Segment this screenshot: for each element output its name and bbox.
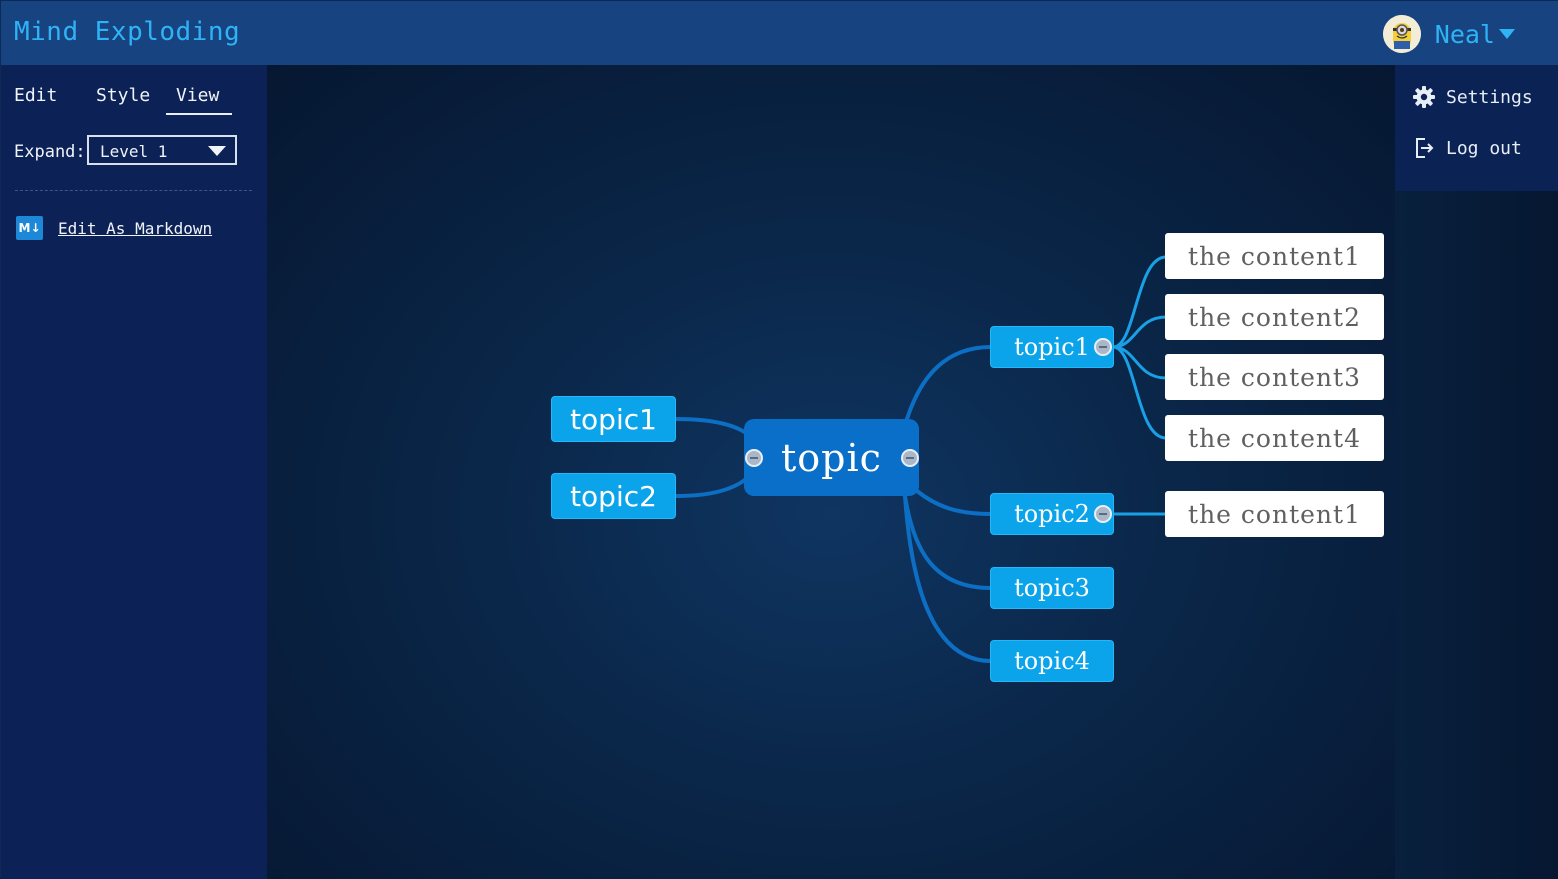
node-topic2-content1[interactable]: the content1: [1165, 491, 1384, 537]
node-topic3[interactable]: topic3: [990, 567, 1114, 609]
collapse-left-icon[interactable]: [745, 449, 763, 467]
collapse-right-icon[interactable]: [901, 449, 919, 467]
node-topic4[interactable]: topic4: [990, 640, 1114, 682]
node-root[interactable]: topic: [744, 419, 919, 496]
collapse-topic2-icon[interactable]: [1094, 505, 1112, 523]
tab-style[interactable]: Style: [96, 85, 151, 106]
logout-icon: [1416, 138, 1434, 158]
link-topic1-content1: [1111, 255, 1168, 349]
node-left-topic2[interactable]: topic2: [551, 473, 676, 519]
active-tab-indicator: [166, 113, 232, 115]
tab-view[interactable]: View: [176, 85, 220, 106]
node-topic1-content2[interactable]: the content2: [1165, 294, 1384, 340]
menu-item-settings[interactable]: Settings: [1412, 82, 1533, 112]
menu-item-logout[interactable]: Log out: [1412, 133, 1522, 163]
link-root-topic4: [903, 494, 993, 663]
link-root-left-topic1: [674, 417, 748, 435]
sidebar: Edit Style View Expand: Level 1 M↓ Edit …: [1, 65, 267, 879]
top-bar: Mind Exploding Neal: [1, 1, 1558, 65]
minion-avatar-icon: [1382, 15, 1421, 53]
node-topic2[interactable]: topic2: [990, 493, 1114, 535]
caret-down-icon[interactable]: [1499, 29, 1515, 39]
link-root-topic1: [905, 345, 993, 421]
expand-level-select[interactable]: Level 1: [87, 135, 237, 165]
gear-icon: [1413, 86, 1435, 108]
tab-edit[interactable]: Edit: [14, 85, 58, 106]
link-root-topic2: [915, 489, 993, 516]
edit-as-markdown-label: Edit As Markdown: [58, 218, 213, 238]
avatar[interactable]: [1382, 15, 1421, 53]
link-topic1-content4: [1111, 345, 1168, 440]
divider: [15, 190, 252, 191]
user-dropdown: Settings Log out: [1395, 65, 1558, 191]
node-topic1-content3[interactable]: the content3: [1165, 354, 1384, 400]
node-topic1[interactable]: topic1: [990, 326, 1114, 368]
node-left-topic1[interactable]: topic1: [551, 396, 676, 442]
chevron-down-icon: [208, 146, 226, 156]
expand-level-value: Level 1: [100, 142, 168, 161]
menu-item-settings-label: Settings: [1446, 86, 1533, 108]
user-name[interactable]: Neal: [1434, 19, 1495, 49]
link-topic1-content2: [1111, 315, 1168, 349]
app-title[interactable]: Mind Exploding: [14, 17, 241, 47]
link-root-left-topic2: [674, 477, 748, 498]
expand-label: Expand:: [14, 142, 86, 162]
menu-item-logout-label: Log out: [1446, 137, 1522, 159]
node-topic1-content4[interactable]: the content4: [1165, 415, 1384, 461]
node-topic1-content1[interactable]: the content1: [1165, 233, 1384, 279]
markdown-icon: M↓: [16, 216, 43, 240]
collapse-topic1-icon[interactable]: [1094, 338, 1112, 356]
user-menu-toggle[interactable]: Neal: [1382, 14, 1515, 54]
edit-as-markdown-link[interactable]: M↓ Edit As Markdown: [16, 216, 212, 240]
canvas-edge: [1395, 191, 1558, 879]
